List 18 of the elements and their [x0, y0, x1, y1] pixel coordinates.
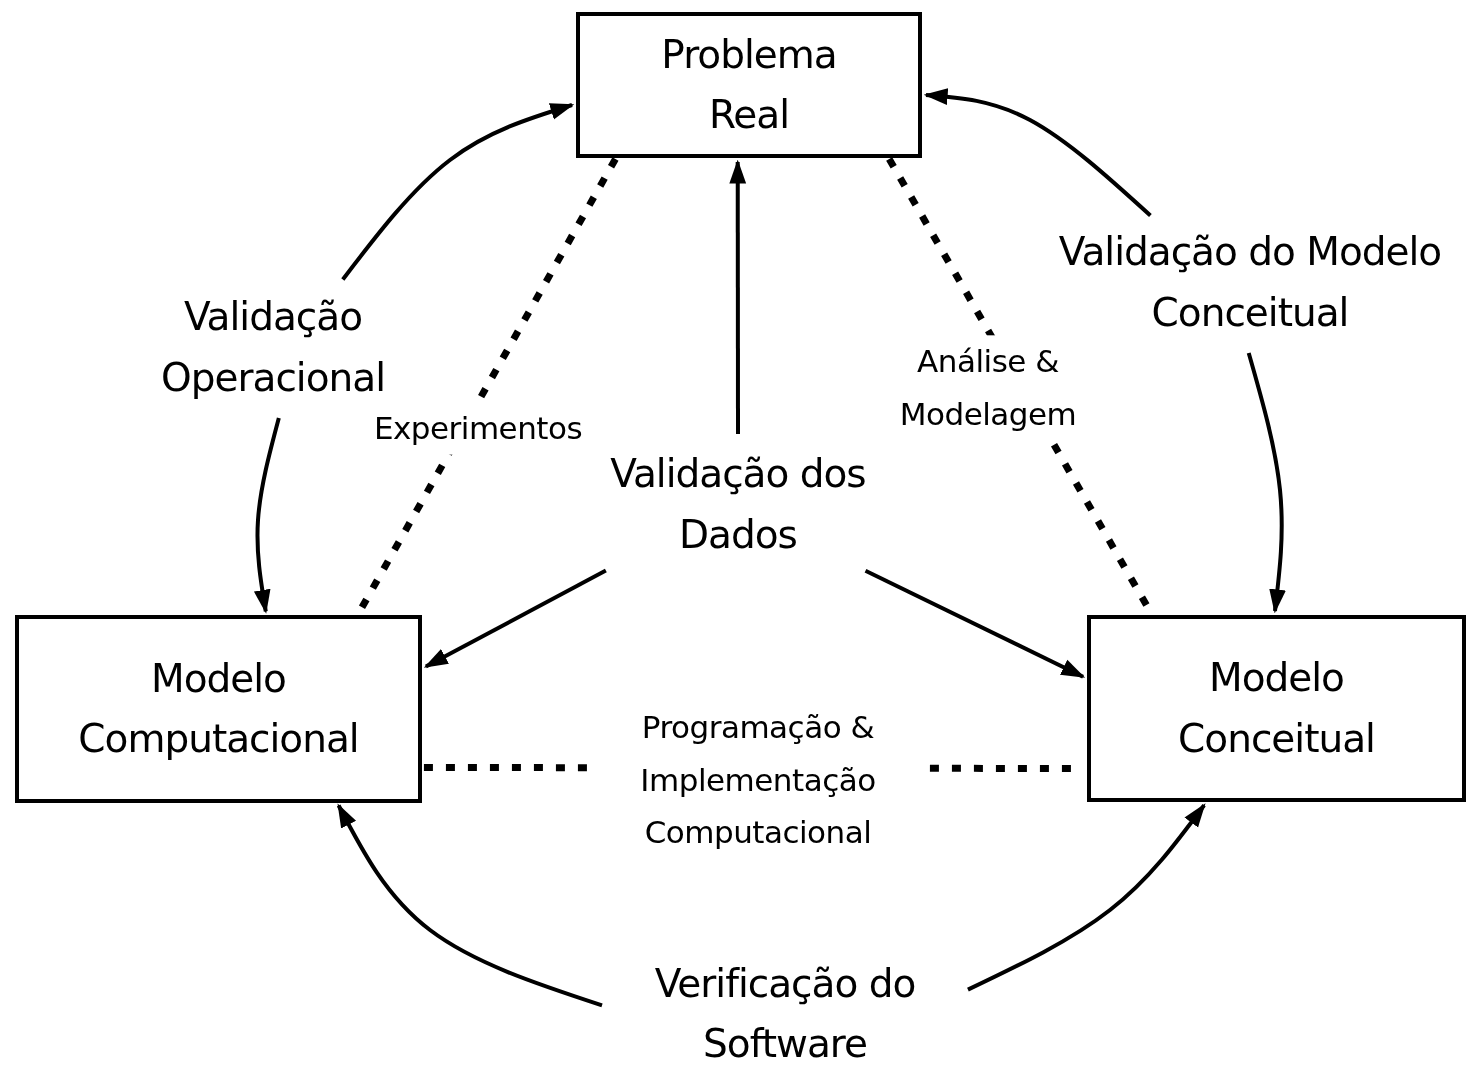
activity-label: Verificação do Software [653, 959, 917, 1068]
process-box [1087, 615, 1466, 802]
activity-label: Validação do Modelo Conceitual [1057, 228, 1443, 337]
arrow [336, 803, 603, 1008]
box-title: Problema Real [660, 30, 838, 139]
arrow [864, 568, 1086, 679]
arrow [967, 803, 1206, 992]
box-title: Modelo Conceitual [1177, 654, 1376, 763]
arrow [1246, 352, 1286, 614]
box-title: Modelo Computacional [77, 654, 360, 763]
arrow [253, 417, 281, 614]
arrow [923, 88, 1152, 217]
activity-label: Validação Operacional [160, 293, 386, 402]
arrow [423, 568, 607, 669]
process-box [576, 12, 922, 158]
arrow [341, 103, 575, 281]
process-box [15, 615, 422, 803]
arrow [729, 159, 747, 434]
